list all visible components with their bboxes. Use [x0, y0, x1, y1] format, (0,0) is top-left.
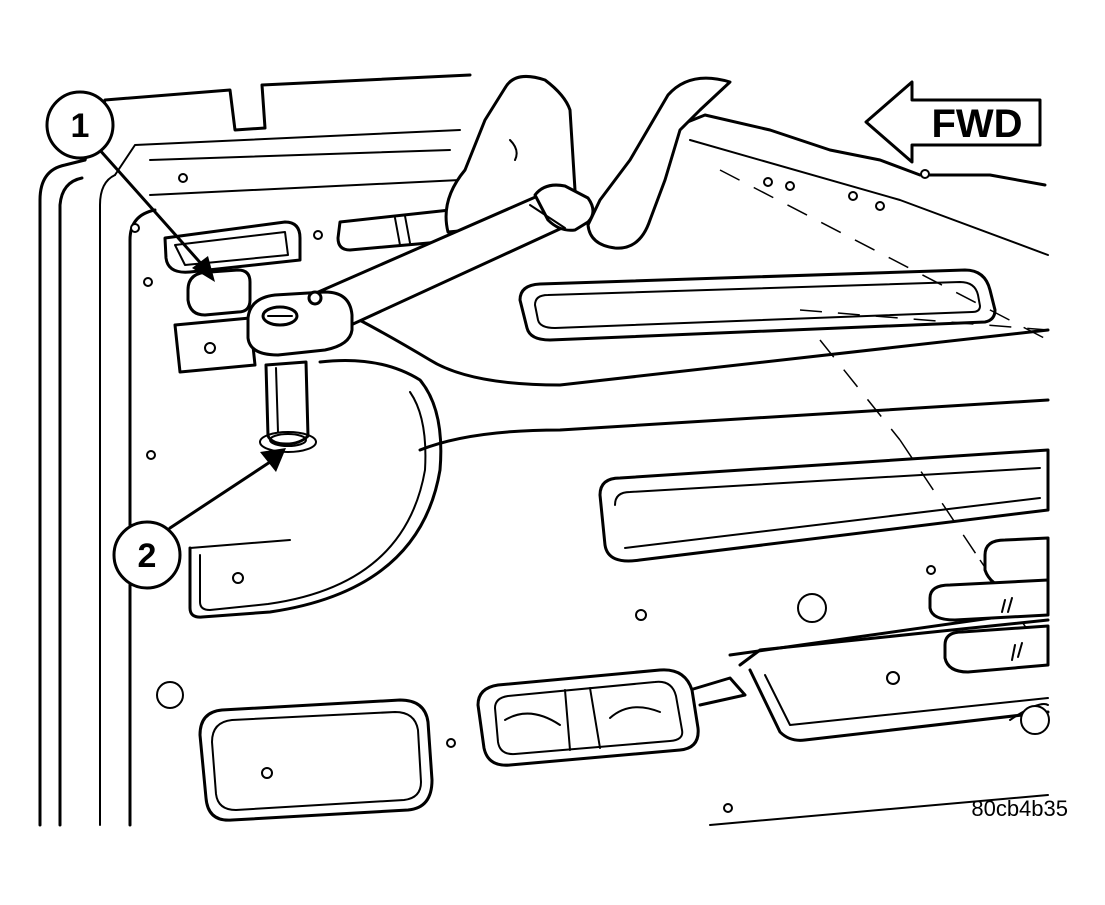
floor-pan: [38, 73, 1050, 827]
fwd-label: FWD: [931, 102, 1022, 146]
callout-2-number: 2: [138, 537, 157, 575]
callout-2-arrowhead: [260, 448, 286, 472]
callout-1-arrowhead: [192, 256, 215, 282]
callout-1-circle: [45, 90, 115, 160]
callout-1-number: 1: [71, 107, 90, 145]
figure-id: 80cb4b35: [971, 796, 1068, 821]
forward-direction-arrow: FWD: [864, 80, 1042, 164]
ratchet-wrench: [246, 183, 595, 453]
technician-hands: [444, 74, 1050, 674]
callout-1: 1: [45, 90, 215, 282]
fwd-arrow-icon: [864, 80, 1042, 164]
callout-2-circle: [112, 520, 182, 590]
callout-2: 2: [112, 448, 286, 590]
